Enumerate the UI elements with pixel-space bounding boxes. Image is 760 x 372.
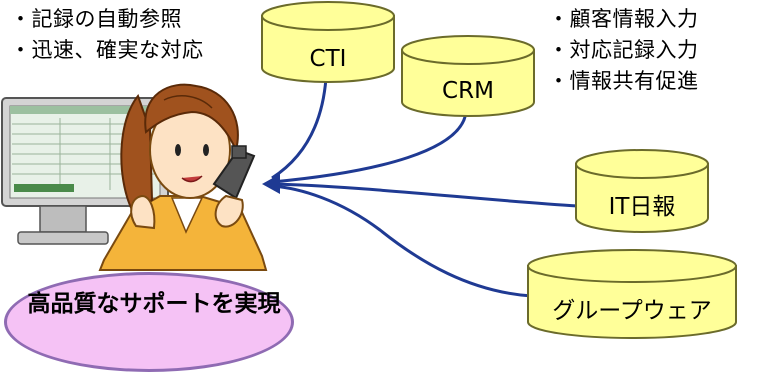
connectors [271,77,579,298]
goal-text: 高品質なサポートを実現 [27,291,281,317]
cylinder-groupware-label: グループウェア [552,298,712,324]
goal-ellipse [4,272,294,372]
cylinder-groupware: グループウェア [527,249,737,339]
operator-illustration [98,83,268,271]
feature-item: ・記録の自動参照 [10,7,182,31]
diagram-canvas: CTI CRM IT日報 グループウェア [1,1,737,339]
cylinder-it-report-label: IT日報 [609,194,676,220]
feature-item: ・迅速、確実な対応 [10,38,204,62]
feature-item: ・顧客情報入力 [548,7,699,31]
feature-list-left: ・記録の自動参照 ・迅速、確実な対応 [10,4,204,66]
cylinder-crm-label: CRM [442,78,494,104]
cylinder-crm: CRM [401,35,535,117]
arrowhead [262,174,280,194]
connector-groupware [271,184,533,298]
cylinder-it-report: IT日報 [575,149,709,233]
cylinder-cti-label: CTI [310,46,347,72]
cylinder-cti: CTI [261,1,395,83]
feature-list-right: ・顧客情報入力 ・対応記録入力 ・情報共有促進 [548,4,699,97]
connector-it-report [271,182,579,208]
feature-item: ・情報共有促進 [548,69,699,93]
feature-item: ・対応記録入力 [548,38,699,62]
connector-cti [271,77,328,180]
connector-crm [271,111,468,184]
